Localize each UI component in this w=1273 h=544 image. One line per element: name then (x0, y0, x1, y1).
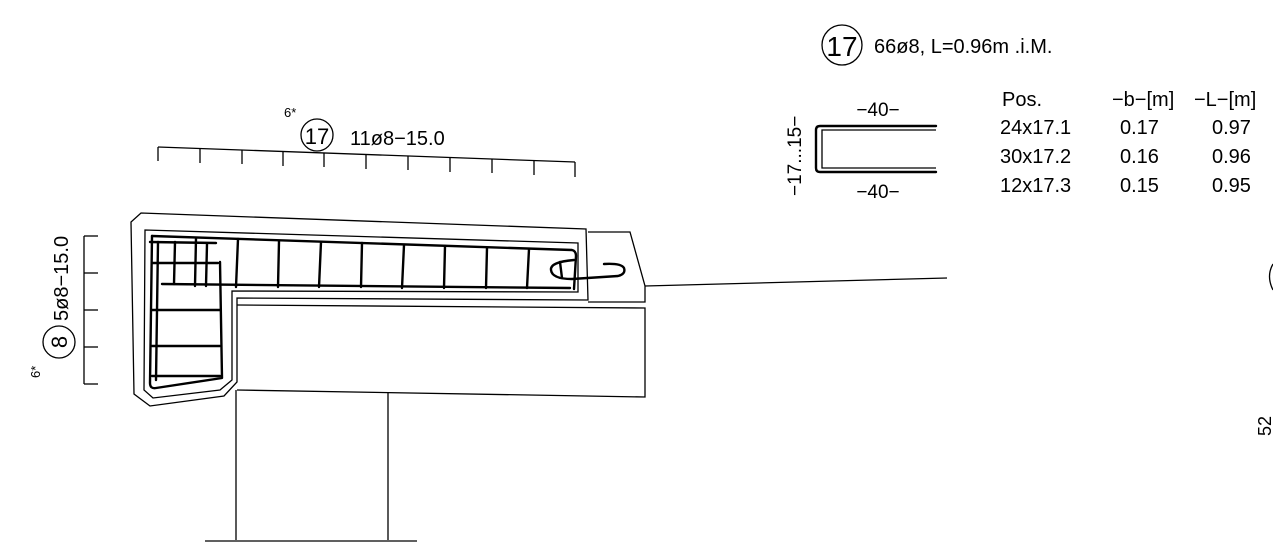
right-edge-fragments: 52 (1255, 263, 1273, 436)
shape-bottom-dim: −40− (856, 182, 899, 203)
table-row-b: 0.17 (1120, 117, 1159, 139)
bar-table: Pos. −b−[m] −L−[m] 24x17.1 0.17 0.97 30x… (1000, 89, 1256, 197)
table-header-l: −L−[m] (1194, 89, 1256, 111)
concrete-section (130, 212, 948, 542)
table-header-b: −b−[m] (1112, 89, 1174, 111)
title-callout-pos-number: 17 (826, 31, 857, 62)
edge-block (588, 231, 646, 303)
table-header-pos: Pos. (1002, 89, 1042, 111)
table-row-b: 0.15 (1120, 175, 1159, 197)
side-callout-pos-circle (42, 325, 76, 359)
top-callout-pos-number: 17 (305, 124, 329, 149)
top-callout-pos-circle (300, 118, 334, 152)
table-row-pos: 12x17.3 (1000, 175, 1071, 197)
top-callout-count-marker: 6* (284, 105, 296, 120)
side-callout-pos-number: 8 (47, 336, 72, 348)
title-callout: 17 66ø8, L=0.96m .i.M. (821, 24, 1052, 66)
edge-fragment-text: 52 (1255, 416, 1273, 436)
side-callout: 6* 8 5ø8−15.0 (28, 236, 76, 378)
top-callout-text: 11ø8−15.0 (350, 128, 445, 150)
table-row-l: 0.96 (1212, 146, 1251, 168)
top-distribution-line (157, 146, 576, 177)
title-callout-text: 66ø8, L=0.96m .i.M. (874, 36, 1052, 58)
table-row-pos: 30x17.2 (1000, 146, 1071, 168)
cut-off-circle-arc (1268, 263, 1273, 291)
rebar-cage (148, 234, 626, 390)
table-row-pos: 24x17.1 (1000, 117, 1071, 139)
side-distribution-line (83, 235, 98, 385)
table-row-l: 0.95 (1212, 175, 1251, 197)
table-row-l: 0.97 (1212, 117, 1251, 139)
bar-shape-sketch: −40− −40− −17...15− (785, 100, 938, 203)
table-row-b: 0.16 (1120, 146, 1159, 168)
title-callout-pos-circle (821, 24, 863, 66)
shape-top-dim: −40− (856, 100, 899, 121)
side-callout-text: 5ø8−15.0 (51, 236, 73, 321)
top-callout: 6* 17 11ø8−15.0 (284, 105, 445, 152)
shape-side-dim: −17...15− (785, 116, 806, 196)
side-callout-count-marker: 6* (28, 366, 43, 378)
